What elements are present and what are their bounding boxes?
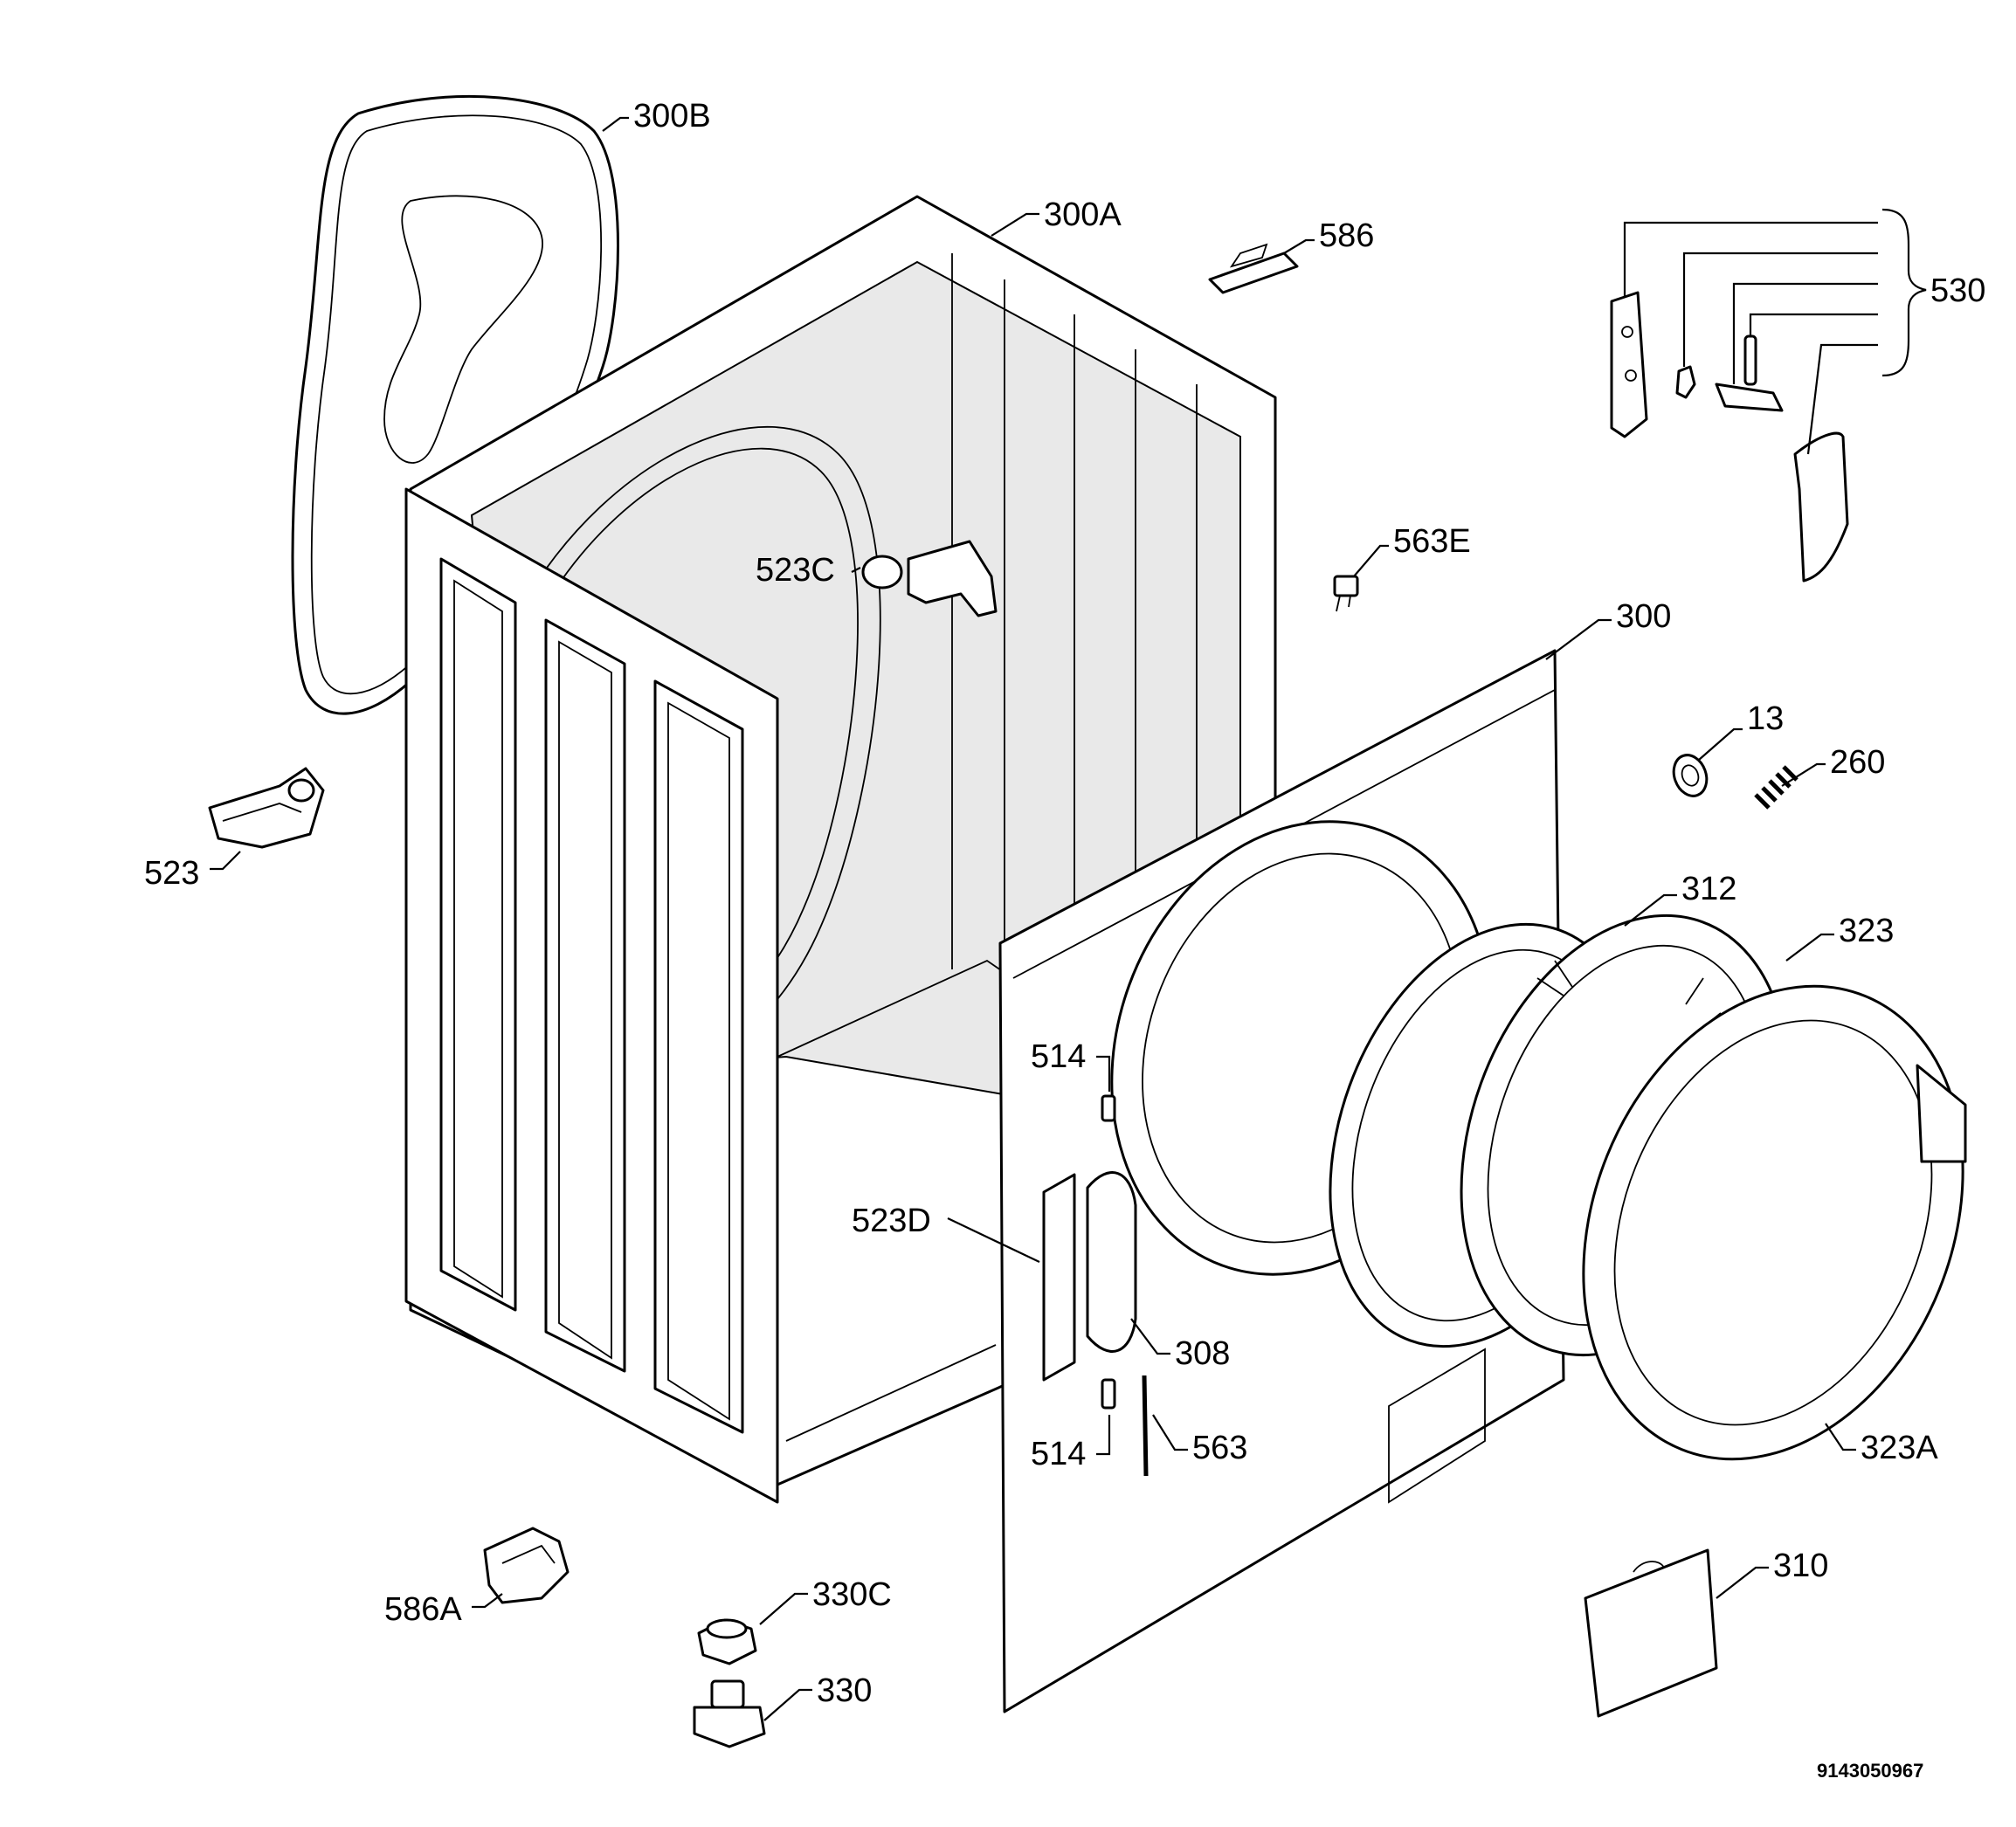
label-523D: 523D (852, 1203, 931, 1239)
label-300: 300 (1616, 598, 1671, 635)
door-outer-ring-part-323A (1582, 984, 1967, 1461)
cabinet-side-panel (404, 487, 779, 1504)
label-514-top: 514 (1031, 1038, 1086, 1075)
label-514-bottom: 514 (1031, 1436, 1086, 1472)
bracket-part-586 (1208, 243, 1299, 294)
label-323A: 323A (1861, 1430, 1938, 1466)
label-300B: 300B (633, 98, 711, 134)
label-530: 530 (1930, 272, 1985, 309)
label-260: 260 (1830, 744, 1885, 781)
spring-part-260 (1754, 765, 1799, 810)
label-586: 586 (1319, 217, 1374, 254)
leader-lines (210, 116, 1927, 1721)
switch-part-563E (1333, 575, 1359, 612)
label-300A: 300A (1044, 196, 1122, 233)
label-312: 312 (1681, 871, 1736, 907)
foot-part-330 (693, 1679, 766, 1748)
bushing-part-13 (1672, 754, 1709, 797)
label-330C: 330C (812, 1576, 892, 1613)
service-flap-part-310 (1584, 1548, 1718, 1718)
part-labels: 300B 300A 586 530 563E 523C 300 13 260 5… (144, 98, 1985, 1782)
label-330: 330 (817, 1672, 872, 1709)
clamp-part-523C (861, 540, 998, 617)
document-number: 9143050967 (1817, 1760, 1923, 1782)
handle-kit-part-530 (1610, 291, 1849, 583)
clamp-part-523 (208, 767, 325, 849)
label-308: 308 (1175, 1335, 1230, 1372)
label-563E: 563E (1393, 523, 1471, 560)
label-563: 563 (1192, 1430, 1247, 1466)
label-523: 523 (144, 855, 199, 892)
foot-nut-part-330C (697, 1618, 757, 1665)
label-13: 13 (1747, 700, 1784, 737)
clamp-part-586A (483, 1527, 570, 1604)
label-310: 310 (1773, 1548, 1828, 1584)
label-523C: 523C (756, 552, 835, 589)
label-323: 323 (1839, 913, 1894, 949)
label-586A: 586A (384, 1591, 462, 1628)
